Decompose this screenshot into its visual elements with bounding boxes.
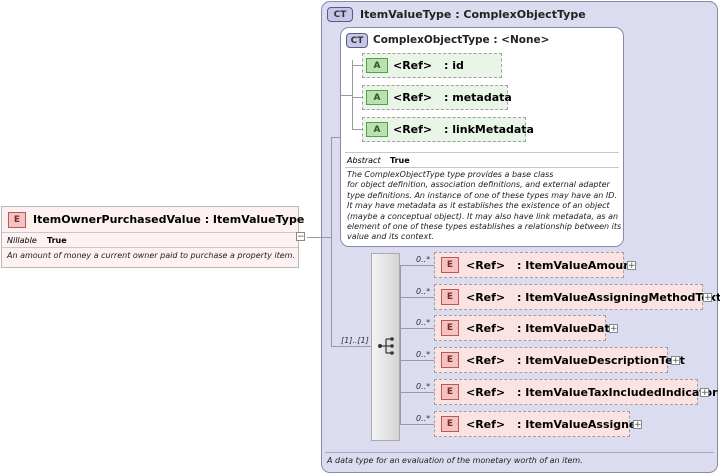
element-occurrence: 0..* bbox=[416, 350, 431, 359]
element-name: : ItemValueTaxIncludedIndicator bbox=[517, 386, 718, 399]
element-ref: <Ref> bbox=[466, 354, 506, 367]
expand-icon[interactable]: + bbox=[633, 420, 642, 430]
connector-line bbox=[400, 424, 434, 425]
connector-line bbox=[400, 297, 434, 298]
expand-icon[interactable]: + bbox=[700, 388, 709, 398]
element-badge-icon: E bbox=[8, 212, 26, 228]
abstract-label: Abstract bbox=[347, 156, 381, 165]
element-name: : ItemValueDate bbox=[517, 322, 618, 335]
attribute-linkmetadata[interactable]: A <Ref> : linkMetadata bbox=[362, 117, 534, 142]
base-type-title: ComplexObjectType : <None> bbox=[373, 34, 550, 46]
nillable-value: True bbox=[47, 236, 67, 245]
divider bbox=[345, 167, 619, 168]
element-item-value-amount[interactable]: E <Ref> : ItemValueAmount bbox=[434, 252, 636, 278]
connector-line bbox=[400, 360, 434, 361]
divider bbox=[345, 152, 619, 153]
element-badge-icon: E bbox=[441, 416, 459, 432]
element-item-value-tax-included-indicator[interactable]: E <Ref> : ItemValueTaxIncludedIndicator bbox=[434, 379, 718, 405]
connector-line bbox=[400, 265, 401, 425]
element-item-value-assigner[interactable]: E <Ref> : ItemValueAssigner bbox=[434, 411, 642, 437]
attribute-badge-icon: A bbox=[366, 90, 388, 105]
abstract-value: True bbox=[390, 156, 410, 165]
element-name: : ItemValueDescriptionText bbox=[517, 354, 685, 367]
element-ref: <Ref> bbox=[466, 259, 506, 272]
connector-line bbox=[331, 137, 341, 138]
element-occurrence: 0..* bbox=[416, 318, 431, 327]
attribute-name: : linkMetadata bbox=[444, 123, 534, 136]
connector-line bbox=[352, 97, 362, 98]
attribute-metadata[interactable]: A <Ref> : metadata bbox=[362, 85, 512, 110]
element-badge-icon: E bbox=[441, 384, 459, 400]
divider bbox=[2, 247, 298, 248]
attribute-badge-icon: A bbox=[366, 122, 388, 137]
element-badge-icon: E bbox=[441, 289, 459, 305]
divider bbox=[2, 232, 298, 233]
element-badge-icon: E bbox=[441, 257, 459, 273]
connector-line bbox=[307, 237, 321, 238]
element-occurrence: 0..* bbox=[416, 414, 431, 423]
connector-line bbox=[352, 129, 362, 130]
attribute-ref: <Ref> bbox=[393, 123, 433, 136]
element-item-value-assigning-method-text[interactable]: E <Ref> : ItemValueAssigningMethodText bbox=[434, 284, 720, 310]
element-occurrence: 0..* bbox=[416, 382, 431, 391]
connector-line bbox=[331, 346, 371, 347]
attribute-ref: <Ref> bbox=[393, 91, 433, 104]
element-ref: <Ref> bbox=[466, 386, 506, 399]
sequence-icon bbox=[378, 337, 394, 355]
root-element-title: ItemOwnerPurchasedValue : ItemValueType bbox=[33, 213, 305, 226]
element-name: : ItemValueAmount bbox=[517, 259, 637, 272]
connector-line bbox=[400, 265, 434, 266]
connector-line bbox=[321, 237, 332, 238]
attribute-badge-icon: A bbox=[366, 58, 388, 73]
divider bbox=[325, 452, 714, 453]
nillable-label: Nillable bbox=[7, 236, 37, 245]
connector-line bbox=[352, 65, 362, 66]
element-item-value-description-text[interactable]: E <Ref> : ItemValueDescriptionText bbox=[434, 347, 685, 373]
attribute-name: : metadata bbox=[444, 91, 512, 104]
complex-type-title: ItemValueType : ComplexObjectType bbox=[360, 8, 586, 21]
connector-line bbox=[341, 95, 353, 96]
expand-icon[interactable]: + bbox=[703, 293, 712, 303]
root-element-box[interactable]: E ItemOwnerPurchasedValue : ItemValueTyp… bbox=[1, 206, 304, 268]
connector-line bbox=[400, 392, 434, 393]
expand-icon[interactable]: + bbox=[609, 324, 618, 334]
root-element-documentation: An amount of money a current owner paid … bbox=[7, 251, 295, 260]
element-occurrence: 0..* bbox=[416, 255, 431, 264]
attribute-ref: <Ref> bbox=[393, 59, 433, 72]
complex-type-badge-icon: CT bbox=[327, 7, 353, 22]
expand-icon[interactable]: + bbox=[671, 356, 680, 366]
complex-type-documentation: A data type for an evaluation of the mon… bbox=[327, 456, 583, 465]
expand-icon[interactable]: + bbox=[627, 261, 636, 271]
base-type-documentation: The ComplexObjectType type provides a ba… bbox=[347, 170, 622, 242]
element-badge-icon: E bbox=[441, 352, 459, 368]
element-ref: <Ref> bbox=[466, 322, 506, 335]
element-ref: <Ref> bbox=[466, 418, 506, 431]
element-name: : ItemValueAssigner bbox=[517, 418, 642, 431]
element-name: : ItemValueAssigningMethodText bbox=[517, 291, 720, 304]
sequence-occurrence: [1]..[1] bbox=[341, 336, 369, 345]
attribute-name: : id bbox=[444, 59, 464, 72]
element-ref: <Ref> bbox=[466, 291, 506, 304]
element-item-value-date[interactable]: E <Ref> : ItemValueDate bbox=[434, 315, 617, 341]
connector-line bbox=[331, 137, 332, 346]
element-occurrence: 0..* bbox=[416, 287, 431, 296]
attribute-id[interactable]: A <Ref> : id bbox=[362, 53, 502, 78]
base-type-badge-icon: CT bbox=[346, 33, 368, 48]
collapse-icon[interactable]: − bbox=[296, 232, 305, 242]
connector-line bbox=[400, 328, 434, 329]
element-badge-icon: E bbox=[441, 320, 459, 336]
